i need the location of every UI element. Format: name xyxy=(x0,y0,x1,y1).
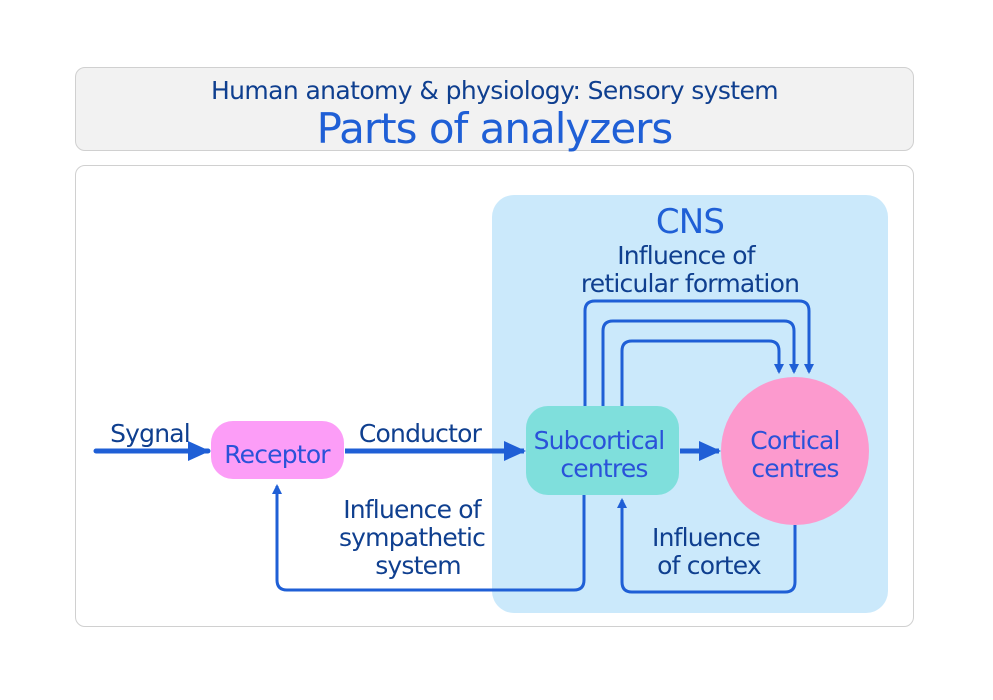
diagram-title: Parts of analyzers xyxy=(316,104,674,153)
reticular-label-line2: reticular formation xyxy=(581,269,799,298)
receptor-label: Receptor xyxy=(224,440,331,469)
cortical-label-line1: Cortical xyxy=(750,426,839,455)
title-panel: Human anatomy & physiology: Sensory syst… xyxy=(75,67,914,153)
reticular-arrow-outer xyxy=(583,299,814,406)
reticular-arrow-middle xyxy=(601,319,799,406)
sympathetic-arrow xyxy=(272,484,586,592)
sympathetic-label-line2: sympathetic xyxy=(339,523,485,552)
sympathetic-label-line3: system xyxy=(375,551,461,580)
cortical-node xyxy=(721,377,869,525)
subcortical-node xyxy=(526,406,679,495)
cns-label: CNS xyxy=(656,202,724,242)
cortex-influence-arrow xyxy=(617,498,797,594)
cortical-label-line2: centres xyxy=(751,454,838,483)
reticular-label-line1: Influence of xyxy=(617,241,757,270)
cortex-label-line1: Influence xyxy=(652,523,760,552)
signal-label: Sygnal xyxy=(110,419,190,448)
receptor-node xyxy=(211,421,344,479)
diagram-subtitle: Human anatomy & physiology: Sensory syst… xyxy=(210,76,779,105)
subcortical-label-line2: centres xyxy=(560,454,647,483)
conductor-label: Conductor xyxy=(359,419,483,448)
cortex-label-line2: of cortex xyxy=(657,551,761,580)
sympathetic-label-line1: Influence of xyxy=(343,495,483,524)
reticular-arrow-inner xyxy=(620,339,784,406)
subcortical-label-line1: Subcortical xyxy=(534,426,665,455)
